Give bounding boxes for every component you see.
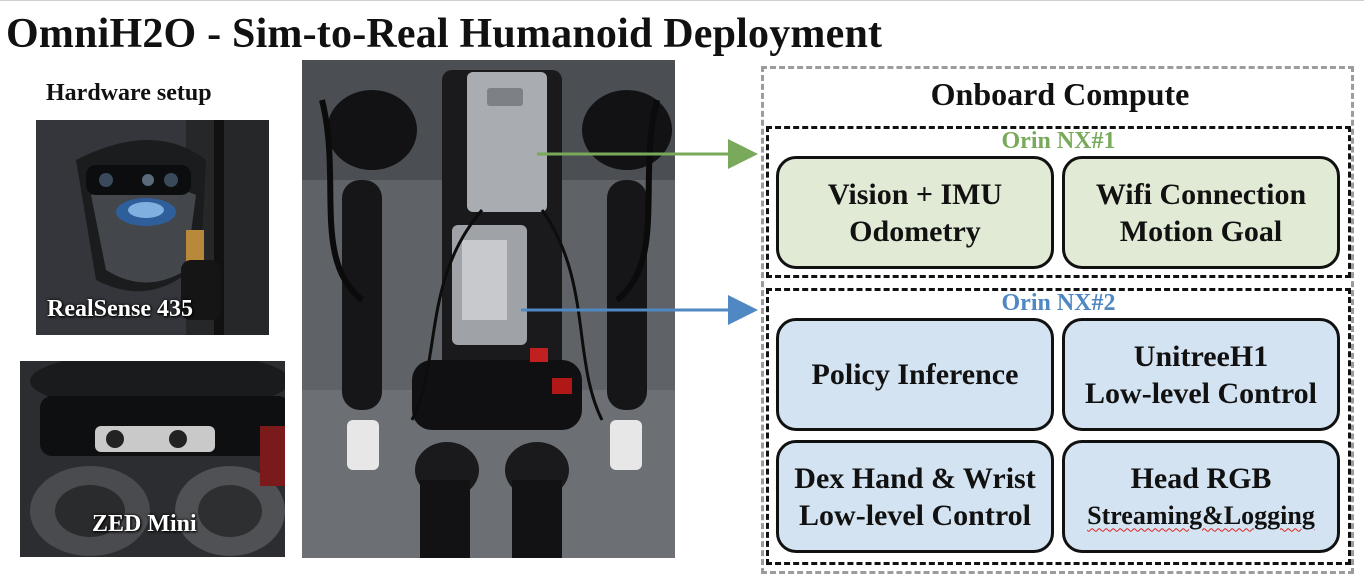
module-line: Wifi Connection [1096,176,1306,213]
humanoid-robot-illustration [302,60,675,558]
humanoid-robot-photo [302,60,675,558]
head-rgb-streaming-module: Head RGB Streaming&Logging [1062,440,1340,553]
realsense-photo: RealSense 435 [36,120,269,335]
wifi-motion-goal-module: Wifi Connection Motion Goal [1062,156,1340,269]
module-line: Odometry [849,213,981,250]
module-line: Head RGB [1131,460,1272,497]
realsense-caption: RealSense 435 [47,296,193,323]
zed-mini-photo: ZED Mini [20,361,285,557]
module-line: Dex Hand & Wrist [794,460,1035,497]
module-line: Streaming&Logging [1087,497,1315,534]
module-line: Policy Inference [812,356,1019,393]
zed-mini-caption: ZED Mini [92,511,197,538]
module-line: UnitreeH1 [1134,338,1268,375]
policy-inference-module: Policy Inference [776,318,1054,431]
onboard-compute-heading: Onboard Compute [761,76,1359,113]
module-line: Low-level Control [799,497,1031,534]
dex-hand-wrist-control-module: Dex Hand & Wrist Low-level Control [776,440,1054,553]
unitree-h1-control-module: UnitreeH1 Low-level Control [1062,318,1340,431]
page-title: OmniH2O - Sim-to-Real Humanoid Deploymen… [6,10,882,58]
module-line: Motion Goal [1120,213,1283,250]
orin-nx1-label: Orin NX#1 [766,128,1351,155]
vision-imu-odometry-module: Vision + IMU Odometry [776,156,1054,269]
module-line: Low-level Control [1085,375,1317,412]
module-line: Vision + IMU [828,176,1002,213]
hardware-setup-heading: Hardware setup [46,80,212,107]
top-rule [0,0,1364,1]
orin-nx2-label: Orin NX#2 [766,290,1351,317]
